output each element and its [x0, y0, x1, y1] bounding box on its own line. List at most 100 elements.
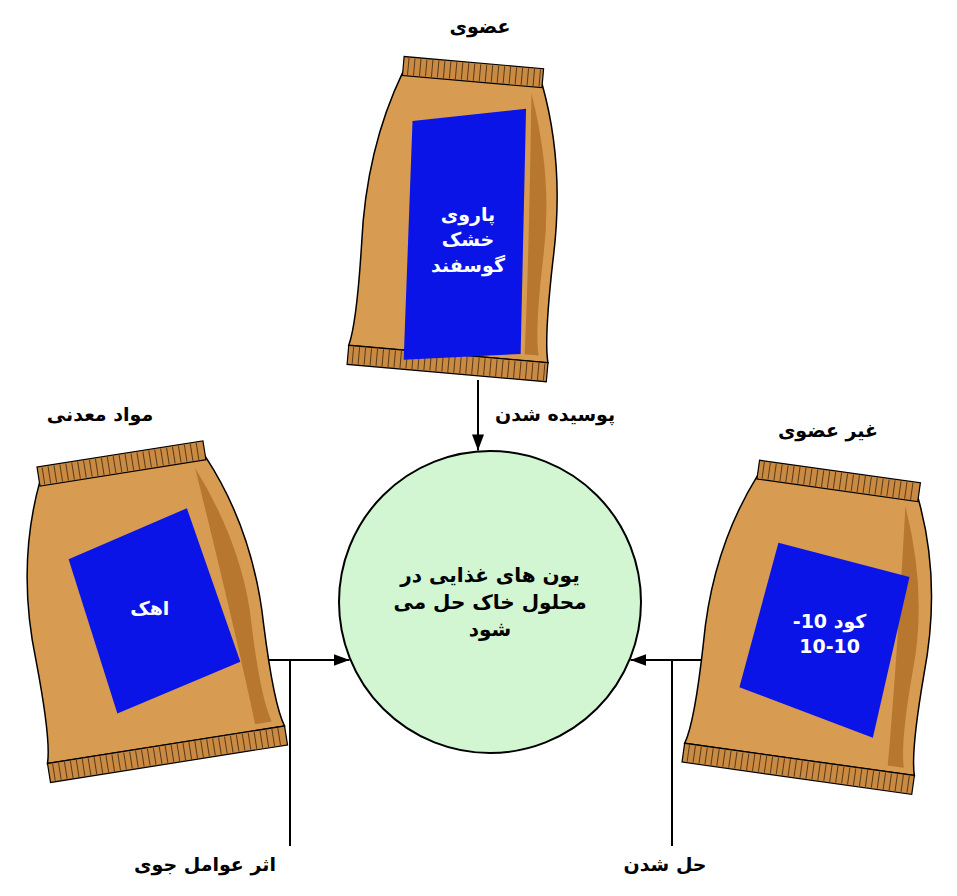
crimp-hatch [503, 66, 504, 83]
crimp-hatch [764, 756, 766, 773]
crimp-hatch [230, 736, 233, 753]
flow-arrow [477, 380, 479, 450]
crimp-hatch [443, 61, 444, 78]
crimp-hatch [165, 746, 168, 763]
crimp-hatch [414, 58, 415, 75]
crimp-hatch [800, 761, 802, 778]
crimp-hatch [172, 447, 175, 464]
crimp-hatch [149, 450, 152, 467]
bag-group [682, 455, 955, 794]
crimp-hatch [177, 744, 180, 761]
crimp-hatch [54, 465, 57, 482]
crimp-hatch [352, 347, 353, 364]
crimp-hatch [539, 69, 540, 86]
crimp-hatch [242, 734, 245, 751]
bag-label-panel [735, 540, 912, 740]
crimp-hatch [95, 459, 98, 476]
crimp-hatch [836, 766, 838, 783]
crimp-hatch [857, 475, 859, 492]
crimp-hatch [804, 468, 806, 485]
crimp-hatch [431, 60, 432, 77]
crimp-hatch [370, 348, 371, 365]
crimp-hatch [729, 751, 731, 768]
crimp-hatch [178, 446, 181, 463]
crimp-hatch [883, 773, 885, 790]
bag-crimp [48, 726, 288, 783]
crimp-hatch [425, 60, 426, 77]
crimp-hatch [76, 760, 79, 777]
crimp-hatch [735, 752, 737, 769]
crimp-hatch [839, 473, 841, 490]
crimp-hatch [741, 752, 743, 769]
crimp-hatch [509, 67, 510, 84]
crimp-hatch [201, 740, 204, 757]
crimp-hatch [437, 61, 438, 78]
crimp-hatch [806, 762, 808, 779]
flow-arrow [265, 659, 350, 661]
crimp-hatch [72, 463, 75, 480]
crimp-hatch [408, 58, 409, 75]
crimp-hatch [810, 469, 812, 486]
crimp-hatch [143, 451, 146, 468]
crimp-hatch [491, 65, 492, 82]
crimp-hatch [272, 729, 275, 746]
crimp-hatch [449, 62, 450, 79]
bag-body [685, 471, 953, 776]
flow-arrow-group [265, 660, 350, 846]
fertilizer-bag: عضویپاروی خشک گوسفند [360, 62, 560, 380]
crimp-hatch [125, 454, 128, 471]
crimp-hatch [184, 445, 187, 462]
crimp-hatch [543, 364, 544, 381]
bag-group [1, 435, 287, 782]
crimp-hatch [171, 745, 174, 762]
crimp-hatch [70, 761, 73, 778]
crimp-hatch [490, 359, 491, 376]
crimp-hatch [60, 465, 63, 482]
crimp-hatch [863, 476, 865, 493]
crimp-hatch [812, 763, 814, 780]
crimp-hatch [454, 356, 455, 373]
crimp-hatch [865, 770, 867, 787]
crimp-hatch [113, 456, 116, 473]
crimp-hatch [768, 463, 770, 480]
crimp-hatch [461, 63, 462, 80]
crimp-hatch [48, 466, 51, 483]
bag-crimp [402, 57, 543, 88]
crimp-hatch [88, 758, 91, 775]
crimp-hatch [82, 759, 85, 776]
crimp-hatch [895, 774, 897, 791]
crimp-hatch [254, 732, 257, 749]
crimp-hatch [514, 361, 515, 378]
edge-label: اثر عوامل جوی [131, 852, 279, 878]
crimp-hatch [183, 743, 186, 760]
crimp-hatch [508, 360, 509, 377]
crimp-hatch [100, 756, 103, 773]
bag-heading: غیر عضوی [778, 418, 878, 444]
circle-text: یون های غذایی در محلول خاک حل می شود [372, 562, 608, 643]
crimp-hatch [747, 753, 749, 770]
crimp-hatch [466, 357, 467, 374]
crimp-hatch [124, 752, 127, 769]
leader-line [671, 660, 673, 846]
crimp-hatch [497, 66, 498, 83]
crimp-hatch [752, 754, 754, 771]
bag-label: اهک [110, 596, 190, 622]
crimp-hatch [821, 470, 823, 487]
crimp-hatch [845, 474, 847, 491]
crimp-hatch [901, 775, 903, 792]
crimp-hatch [871, 771, 873, 788]
crimp-hatch [848, 768, 850, 785]
bag-crimp [682, 743, 914, 794]
bag-label-panel [64, 504, 246, 718]
crimp-hatch [833, 472, 835, 489]
crimp-hatch [196, 443, 199, 460]
crimp-hatch [136, 751, 139, 768]
crimp-hatch [278, 728, 281, 745]
crimp-hatch [788, 759, 790, 776]
crimp-hatch [717, 749, 719, 766]
bag-label-panel [392, 99, 542, 370]
bag-heading: عضوی [449, 14, 510, 40]
crimp-hatch [167, 448, 170, 465]
